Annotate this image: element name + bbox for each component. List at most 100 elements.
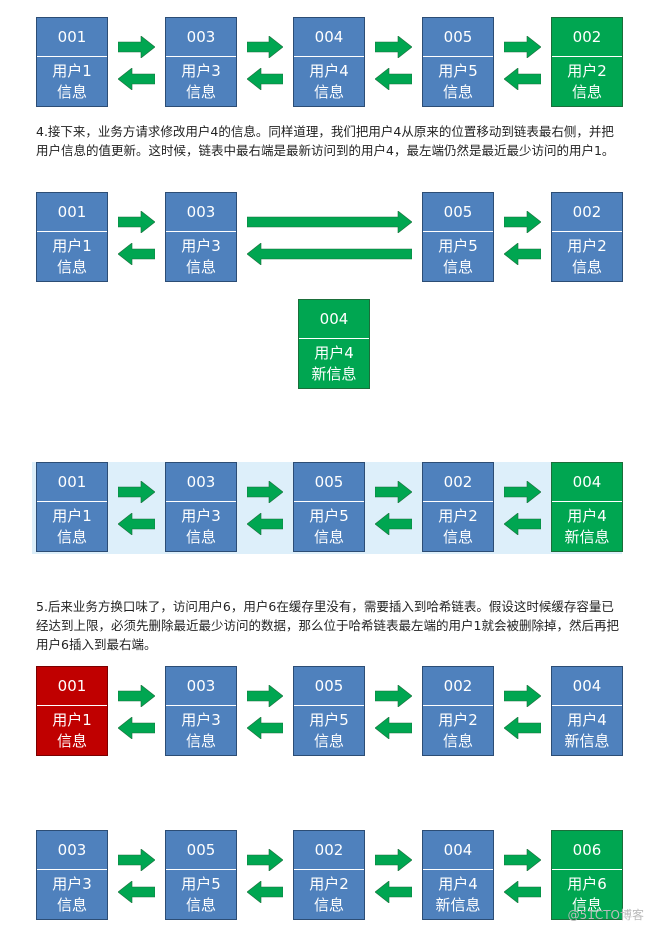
next-pointer-arrow bbox=[504, 849, 541, 871]
node-info-label: 信息 bbox=[571, 896, 602, 914]
node-info-label: 新信息 bbox=[311, 365, 357, 383]
next-pointer-arrow bbox=[504, 36, 541, 58]
list-node-003: 003 用户3 信息 bbox=[165, 666, 237, 756]
node-info: 用户4 信息 bbox=[294, 57, 364, 107]
prev-pointer-arrow bbox=[247, 513, 283, 535]
node-user: 用户5 bbox=[438, 62, 478, 80]
node-user: 用户4 bbox=[309, 62, 349, 80]
prev-pointer-arrow bbox=[247, 881, 283, 903]
next-pointer-arrow bbox=[247, 481, 283, 503]
node-user: 用户2 bbox=[438, 711, 478, 729]
node-user: 用户4 bbox=[314, 344, 354, 362]
node-id: 005 bbox=[166, 831, 236, 870]
node-info-label: 信息 bbox=[571, 83, 602, 101]
node-id: 001 bbox=[37, 463, 107, 502]
node-user: 用户3 bbox=[52, 875, 92, 893]
node-user: 用户5 bbox=[181, 875, 221, 893]
node-info-label: 信息 bbox=[442, 258, 473, 276]
next-pointer-arrow bbox=[375, 685, 412, 707]
next-pointer-arrow bbox=[247, 211, 412, 233]
node-info-label: 信息 bbox=[313, 528, 344, 546]
node-id: 002 bbox=[552, 18, 622, 57]
node-user: 用户1 bbox=[52, 62, 92, 80]
prev-pointer-arrow bbox=[118, 717, 155, 739]
prev-pointer-arrow bbox=[504, 881, 541, 903]
list-node-002: 002 用户2 信息 bbox=[551, 17, 623, 107]
node-id: 004 bbox=[299, 300, 369, 339]
node-user: 用户2 bbox=[438, 507, 478, 525]
node-info-label: 信息 bbox=[56, 258, 87, 276]
node-id: 001 bbox=[37, 667, 107, 706]
node-info: 用户5 信息 bbox=[294, 706, 364, 756]
prev-pointer-arrow bbox=[118, 513, 155, 535]
node-id: 001 bbox=[37, 18, 107, 57]
paragraph-step-5: 5.后来业务方换口味了，访问用户6，用户6在缓存里没有，需要插入到哈希链表。假设… bbox=[36, 599, 619, 652]
node-id: 005 bbox=[423, 18, 493, 57]
node-user: 用户3 bbox=[181, 711, 221, 729]
detached-node-004: 004 用户4 新信息 bbox=[298, 299, 370, 389]
node-info: 用户4 新信息 bbox=[299, 339, 369, 389]
next-pointer-arrow bbox=[118, 685, 155, 707]
list-node-001: 001 用户1 信息 bbox=[36, 192, 108, 282]
node-id: 004 bbox=[552, 667, 622, 706]
next-pointer-arrow bbox=[247, 849, 283, 871]
prev-pointer-arrow bbox=[375, 68, 412, 90]
next-pointer-arrow bbox=[504, 211, 541, 233]
prev-pointer-arrow bbox=[504, 243, 541, 265]
node-info-label: 信息 bbox=[56, 896, 87, 914]
node-info-label: 信息 bbox=[185, 732, 216, 750]
node-user: 用户1 bbox=[52, 237, 92, 255]
next-pointer-arrow bbox=[118, 481, 155, 503]
node-user: 用户5 bbox=[309, 711, 349, 729]
next-pointer-arrow bbox=[247, 685, 283, 707]
node-info-label: 信息 bbox=[185, 83, 216, 101]
node-id: 002 bbox=[294, 831, 364, 870]
node-info-label: 信息 bbox=[185, 258, 216, 276]
prev-pointer-arrow bbox=[504, 717, 541, 739]
node-user: 用户3 bbox=[181, 62, 221, 80]
prev-pointer-arrow bbox=[504, 513, 541, 535]
node-info-label: 信息 bbox=[56, 528, 87, 546]
node-info-label: 新信息 bbox=[435, 896, 481, 914]
node-info-label: 信息 bbox=[313, 732, 344, 750]
list-node-004: 004 用户4 信息 bbox=[293, 17, 365, 107]
node-id: 003 bbox=[37, 831, 107, 870]
node-info-label: 信息 bbox=[313, 83, 344, 101]
node-id: 005 bbox=[294, 667, 364, 706]
node-info-label: 信息 bbox=[442, 732, 473, 750]
node-id: 002 bbox=[423, 463, 493, 502]
node-id: 001 bbox=[37, 193, 107, 232]
node-info: 用户3 信息 bbox=[166, 57, 236, 107]
node-user: 用户5 bbox=[309, 507, 349, 525]
node-id: 002 bbox=[423, 667, 493, 706]
node-user: 用户2 bbox=[567, 62, 607, 80]
node-id: 005 bbox=[294, 463, 364, 502]
node-id: 003 bbox=[166, 667, 236, 706]
prev-pointer-arrow bbox=[504, 68, 541, 90]
list-node-005: 005 用户5 信息 bbox=[293, 666, 365, 756]
node-id: 004 bbox=[294, 18, 364, 57]
node-info: 用户2 信息 bbox=[423, 706, 493, 756]
node-info: 用户3 信息 bbox=[37, 870, 107, 920]
